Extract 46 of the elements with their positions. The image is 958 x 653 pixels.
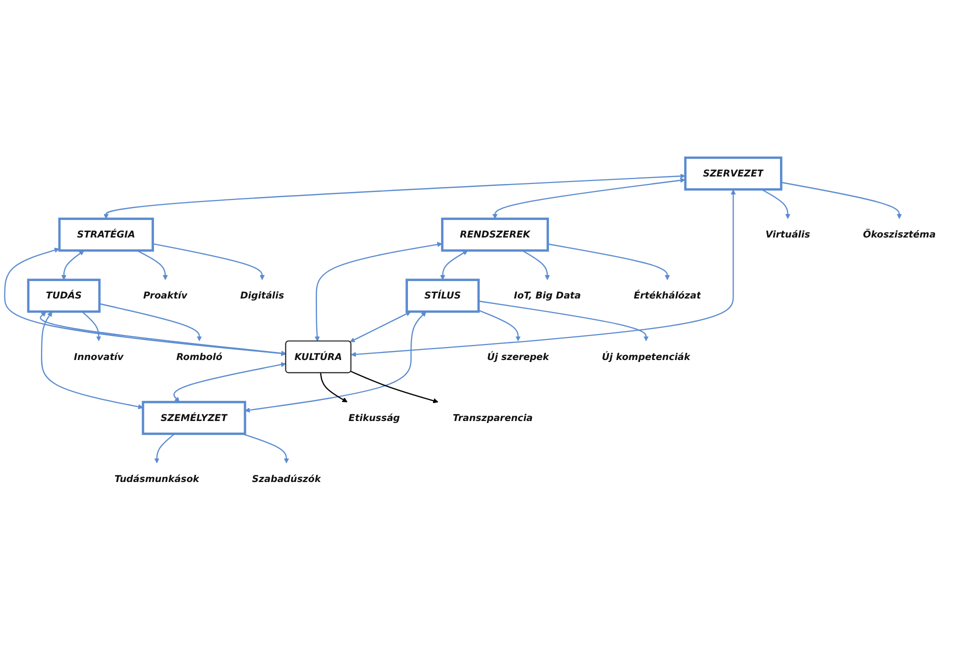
arrow — [154, 434, 176, 464]
arrow — [242, 433, 290, 464]
node-text: Szabadúszók — [252, 473, 321, 485]
node-box: STRATÉGIA — [58, 218, 154, 252]
arrow — [350, 312, 411, 342]
arrow — [104, 174, 686, 220]
arrow — [244, 312, 426, 413]
arrow — [173, 362, 286, 402]
arrow — [492, 178, 686, 220]
node-text: IoT, Big Data — [514, 290, 581, 302]
node-text: Új szerepek — [487, 351, 550, 362]
arrow — [40, 312, 286, 356]
node-box: SZEMÉLYZET — [142, 401, 246, 436]
node-text: Transzparencia — [452, 412, 533, 424]
arrow — [522, 250, 550, 280]
node-text: Romboló — [176, 351, 222, 362]
node-text: Etikusság — [348, 412, 400, 424]
arrow — [82, 311, 102, 342]
node-text: Ökoszisztéma — [862, 228, 936, 240]
arrow — [478, 300, 649, 342]
node-box: RENDSZEREK — [441, 218, 549, 252]
arrow — [761, 189, 790, 220]
node-text: Értékhálózat — [634, 290, 701, 302]
arrow — [440, 250, 468, 280]
node-text: Proaktív — [143, 290, 188, 302]
arrow — [350, 371, 438, 404]
node-text: Új kompetenciák — [602, 351, 690, 362]
arrow — [99, 303, 202, 342]
arrow — [61, 250, 84, 280]
node-text: Innovatív — [74, 351, 124, 362]
arrow — [781, 182, 902, 220]
arrow — [136, 250, 168, 280]
node-box: STÍLUS — [406, 278, 480, 313]
arrow — [350, 190, 736, 358]
node-box: SZERVEZET — [684, 156, 782, 191]
arrow — [548, 244, 670, 280]
arrow — [4, 248, 286, 356]
arrow — [152, 243, 265, 280]
arrow — [41, 312, 144, 410]
arrow — [314, 242, 442, 342]
node-box: TUDÁS — [27, 278, 101, 313]
node-text: Tudásmunkások — [114, 473, 200, 485]
arrow — [320, 373, 348, 402]
arrow — [478, 310, 521, 342]
node-text: Digitális — [240, 290, 284, 302]
node-text: Virtuális — [766, 228, 810, 240]
